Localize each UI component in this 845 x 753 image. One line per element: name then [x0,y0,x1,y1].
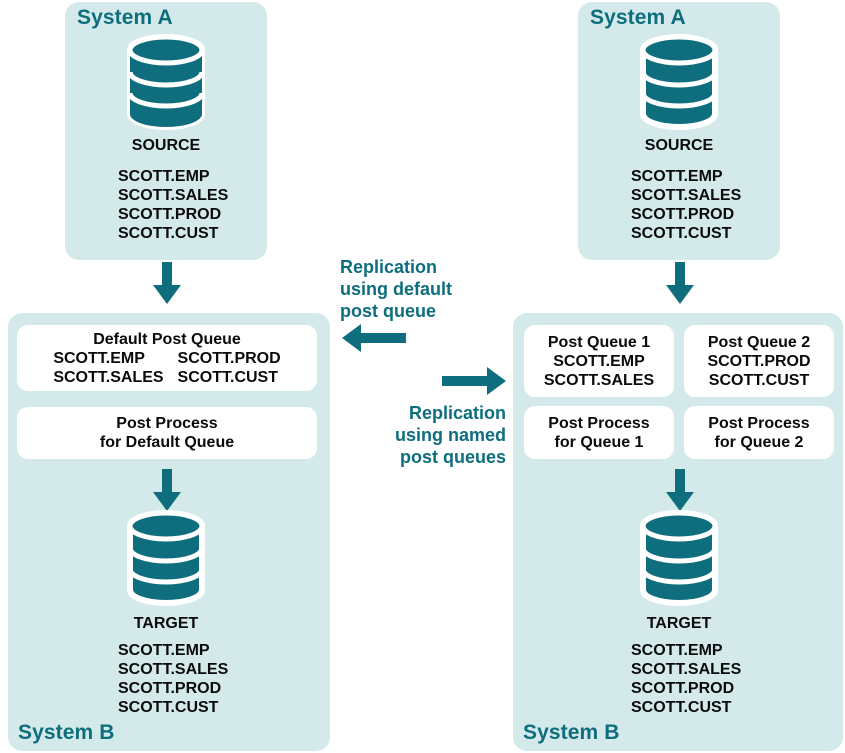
down-arrow-icon [153,469,181,511]
table-item: SCOTT.PROD [177,349,281,367]
post-queue-1-box: Post Queue 1 SCOTT.EMP SCOTT.SALES [524,325,674,397]
table-item: SCOTT.CUST [631,225,732,242]
post-process-1-box: Post Process for Queue 1 [524,406,674,459]
table-item: SCOTT.CUST [631,699,732,716]
database-cylinder-icon [125,510,207,606]
left-target-table-list: SCOTT.EMP SCOTT.SALES SCOTT.PROD SCOTT.C… [118,641,228,717]
default-post-process-box: Post Process for Default Queue [17,407,317,459]
process-box-line2: for Default Queue [99,434,235,451]
process-box-line1: Post Process [116,415,218,432]
label-line: post queues [399,447,506,467]
table-item: SCOTT.SALES [631,187,742,204]
process-box-line1: Post Process [548,414,650,432]
database-cylinder-icon [638,34,720,130]
table-item: SCOTT.SALES [118,661,229,678]
queue-box-header: Post Queue 2 [707,333,811,351]
replication-named-label: Replication using named post queues [334,402,506,468]
down-arrow-icon [666,262,694,304]
table-item: SCOTT.EMP [631,168,723,185]
table-item: SCOTT.SALES [631,661,742,678]
queue-box-header: Post Queue 1 [547,333,651,351]
right-source-caption: SOURCE [644,137,714,154]
table-item: SCOTT.EMP [631,642,723,659]
right-source-panel-title: System A [590,6,686,29]
left-target-caption: TARGET [133,615,199,632]
table-item: SCOTT.CUST [118,225,219,242]
table-item: SCOTT.SALES [53,368,164,386]
post-queue-2-box: Post Queue 2 SCOTT.PROD SCOTT.CUST [684,325,834,397]
label-line: using default [340,279,452,299]
down-arrow-icon [666,469,694,511]
table-item: SCOTT.PROD [631,206,735,223]
left-target-panel-title: System B [18,721,115,744]
right-target-caption: TARGET [646,615,712,632]
table-item: SCOTT.PROD [631,680,735,697]
queue-box-header: Default Post Queue [93,330,241,348]
process-box-line2: for Queue 1 [554,433,644,451]
label-line: Replication [408,403,506,423]
replication-default-label: Replication using default post queue [340,256,452,322]
default-post-queue-box: Default Post Queue SCOTT.EMP SCOTT.PROD … [17,325,317,391]
table-item: SCOTT.EMP [118,168,210,185]
table-item: SCOTT.EMP [118,642,210,659]
table-item: SCOTT.PROD [118,206,222,223]
label-line: post queue [340,301,437,321]
table-item: SCOTT.EMP [553,352,645,370]
table-item: SCOTT.SALES [118,187,229,204]
table-item: SCOTT.CUST [177,368,278,386]
database-cylinder-icon [638,510,720,606]
label-line: using named [394,425,506,445]
right-target-table-list: SCOTT.EMP SCOTT.SALES SCOTT.PROD SCOTT.C… [631,641,741,717]
table-item: SCOTT.SALES [543,371,655,389]
database-cylinder-icon [125,34,207,130]
table-item: SCOTT.EMP [53,349,145,367]
table-item: SCOTT.CUST [118,699,219,716]
label-line: Replication [340,257,438,277]
queue-box-tables: SCOTT.EMP SCOTT.PROD SCOTT.SALES SCOTT.C… [53,349,280,387]
process-box-line1: Post Process [708,414,810,432]
left-arrow-icon [342,324,406,352]
table-item: SCOTT.PROD [707,352,811,370]
right-arrow-icon [442,367,506,395]
down-arrow-icon [153,262,181,304]
table-item: SCOTT.PROD [118,680,222,697]
table-item: SCOTT.CUST [708,371,810,389]
left-source-caption: SOURCE [131,137,201,154]
left-source-table-list: SCOTT.EMP SCOTT.SALES SCOTT.PROD SCOTT.C… [118,167,228,243]
process-box-line2: for Queue 2 [714,433,804,451]
right-target-panel-title: System B [523,721,620,744]
left-source-panel-title: System A [77,6,173,29]
right-source-table-list: SCOTT.EMP SCOTT.SALES SCOTT.PROD SCOTT.C… [631,167,741,243]
post-process-2-box: Post Process for Queue 2 [684,406,834,459]
